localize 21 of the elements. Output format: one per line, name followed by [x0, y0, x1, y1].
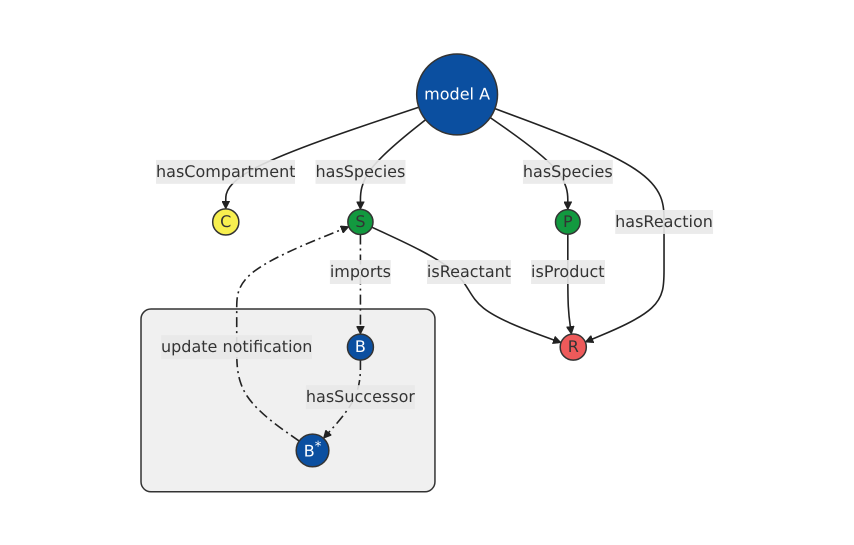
edge-label: hasSpecies	[522, 161, 613, 180]
arrow	[372, 226, 562, 344]
cluster	[140, 308, 436, 492]
node-circle: S	[347, 208, 374, 235]
arrow	[221, 106, 420, 209]
edge-label: imports	[330, 262, 392, 281]
node-circle: B$^{*}$	[296, 432, 330, 468]
arrow	[494, 107, 665, 343]
node-circle: C	[212, 208, 240, 236]
edge-label: hasSuccessor	[306, 386, 415, 406]
node-circle: R	[559, 332, 588, 360]
edge-label: isProduct	[531, 262, 605, 281]
node-circle: P	[554, 208, 581, 235]
node-circle: B	[346, 332, 374, 360]
edge-label: isReactant	[426, 262, 512, 281]
edge-label: hasCompartment	[156, 161, 296, 180]
arrow	[236, 225, 350, 442]
edge-label: hasSpecies	[316, 161, 406, 180]
edge-label: hasReaction	[615, 212, 713, 231]
node-circle: model A	[416, 52, 498, 136]
edge-label: update notification	[161, 336, 312, 356]
